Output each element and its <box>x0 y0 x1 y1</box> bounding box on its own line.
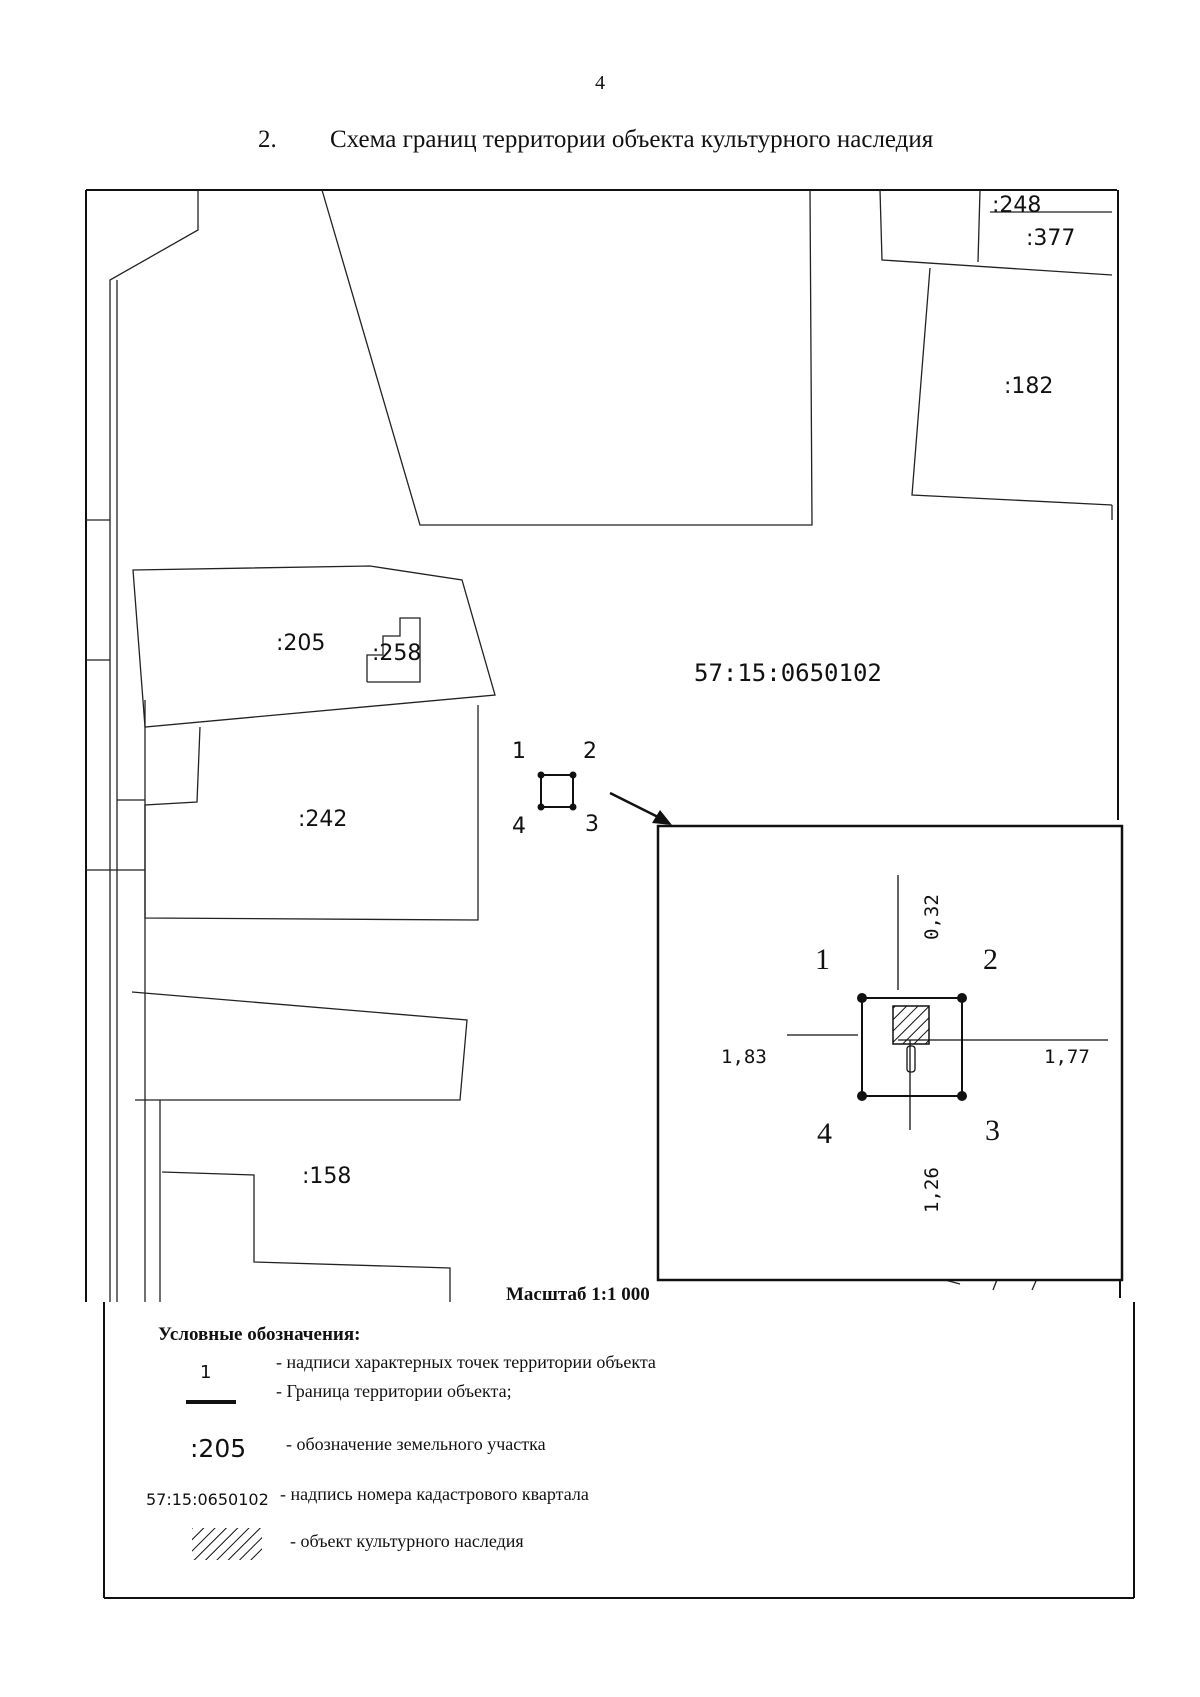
page-number: 4 <box>595 72 605 94</box>
legend-text-quarter: - надпись номера кадастрового квартала <box>280 1484 589 1504</box>
legend-symbol-parcel: :205 <box>190 1434 246 1463</box>
inset-dimension-bottom: 1,26 <box>921 1167 943 1213</box>
legend-text-heritage: - объект культурного наследия <box>290 1531 524 1551</box>
heritage-object-hatch <box>892 1005 930 1045</box>
object-territory-main <box>537 771 577 811</box>
inset-frame <box>656 824 1124 1282</box>
legend-text-parcel: - обозначение земельного участка <box>286 1434 546 1454</box>
inset-point-3: 3 <box>985 1114 1000 1147</box>
inset-dimension-left: 1,83 <box>721 1046 767 1068</box>
main-point-2: 2 <box>583 739 597 764</box>
map-scale: Масштаб 1:1 000 <box>506 1284 650 1305</box>
inset-point-4: 4 <box>817 1117 832 1150</box>
map-frame <box>85 189 1135 1599</box>
legend-text-point: - надписи характерных точек территории о… <box>276 1352 656 1372</box>
heading-number: 2. <box>258 126 277 153</box>
legend-symbol-point: 1 <box>200 1362 211 1383</box>
inset-dimension-right: 1,77 <box>1044 1046 1090 1068</box>
parcel-label-377: :377 <box>1026 226 1075 251</box>
parcel-label-248: :248 <box>992 193 1041 218</box>
main-point-4: 4 <box>512 814 526 839</box>
inset-drawing <box>787 875 1108 1130</box>
legend-symbol-quarter: 57:15:0650102 <box>146 1490 269 1509</box>
inset-dimension-top: 0,32 <box>921 894 943 940</box>
legend-title: Условные обозначения: <box>158 1324 360 1345</box>
heading-title: Схема границ территории объекта культурн… <box>330 126 934 153</box>
legend-symbol-heritage <box>192 1528 262 1560</box>
main-point-3: 3 <box>585 812 599 837</box>
parcel-boundaries <box>86 189 1113 1302</box>
parcel-label-242: :242 <box>298 807 347 832</box>
inset-point-2: 2 <box>983 943 998 976</box>
parcel-label-258: :258 <box>372 641 421 666</box>
parcel-label-205: :205 <box>276 631 325 656</box>
arrow-to-inset <box>609 791 672 825</box>
parcel-label-182: :182 <box>1004 374 1053 399</box>
legend-text-boundary: - Граница территории объекта; <box>276 1381 512 1401</box>
legend: Условные обозначения: 1 - надписи характ… <box>146 1324 656 1560</box>
cadastral-quarter-label: 57:15:0650102 <box>694 659 882 687</box>
inset-point-1: 1 <box>815 943 830 976</box>
main-point-1: 1 <box>512 739 526 764</box>
parcel-label-158: :158 <box>302 1164 351 1189</box>
